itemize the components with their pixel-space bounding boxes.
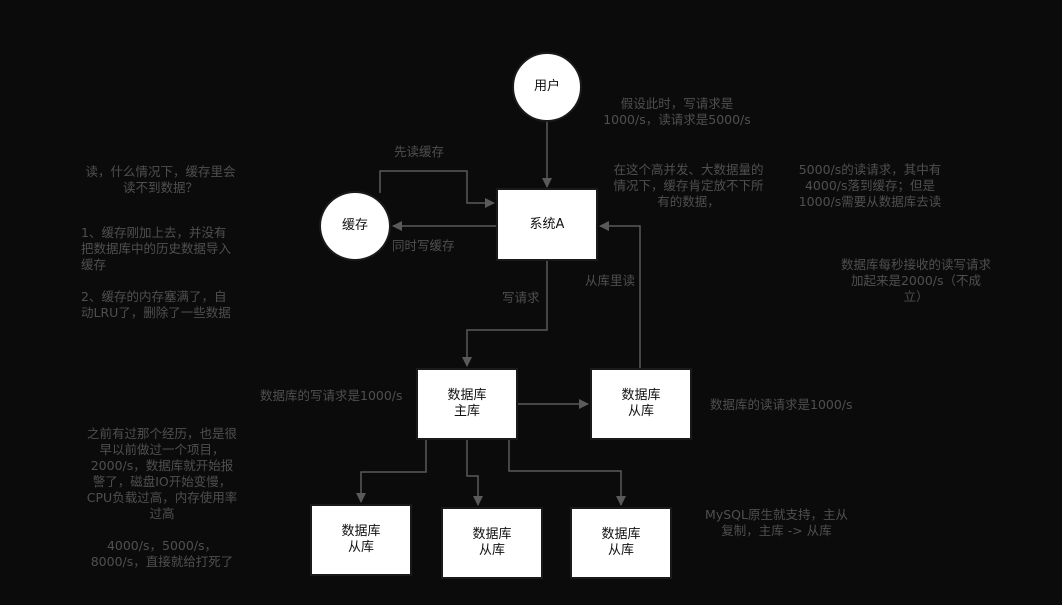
note-cache-miss-question: 读，什么情况下，缓存里会 读不到数据？ [85,164,236,195]
arrow-master-to-slave-3 [508,439,626,506]
user-node: 用户 [512,52,582,122]
edge-label-write-request: 写请求 [502,290,540,305]
note-experience: 之前有过那个经历，也是很 早以前做过一个项目， 2000/s，数据库就开始报 警… [86,426,238,521]
edge-label-read-from-slave: 从库里读 [585,273,636,288]
system-a-node: 系统A [496,188,598,261]
note-reason-2: 2、缓存的内存塞满了，自 动LRU了，删除了一些数据 [81,289,231,320]
note-reason-1: 1、缓存刚加上去，并没有 把数据库中的历史数据导入 缓存 [81,225,232,272]
note-cache-hit: 5000/s的读请求，其中有 4000/s落到缓存；但是 1000/s需要从数据… [798,162,942,209]
note-mysql-replication: MySQL原生就支持，主从 复制，主库 -> 从库 [705,507,848,538]
note-master-write: 数据库的写请求是1000/s [260,388,403,403]
arrow-slave-to-system [599,221,641,369]
edge-label-write-cache: 同时写缓存 [392,238,455,253]
arrow-master-to-slave-2 [466,439,483,506]
db-slave-right-node: 数据库 从库 [590,368,692,440]
arrow-master-to-slave-1 [356,439,427,503]
note-db-total: 数据库每秒接收的读写请求 加起来是2000/s（不成 立） [840,257,991,304]
edge-label-read-cache-first: 先读缓存 [394,144,445,159]
note-experience-2: 4000/s，5000/s， 8000/s，直接就给打死了 [90,538,234,569]
db-slave-2-node: 数据库 从库 [441,507,543,579]
db-slave-1-node: 数据库 从库 [310,504,412,576]
arrow-cache-to-system [379,170,495,208]
arrow-system-to-master [462,260,548,367]
note-slave-read: 数据库的读请求是1000/s [710,397,853,412]
db-master-node: 数据库 主库 [416,368,518,440]
db-slave-3-node: 数据库 从库 [570,507,672,579]
note-high-concurrency: 在这个高并发、大数据量的 情况下，缓存肯定放不下所 有的数据， [613,162,764,209]
note-assumption: 假设此时，写请求是 1000/s，读请求是5000/s [603,96,751,127]
cache-node: 缓存 [319,191,391,261]
